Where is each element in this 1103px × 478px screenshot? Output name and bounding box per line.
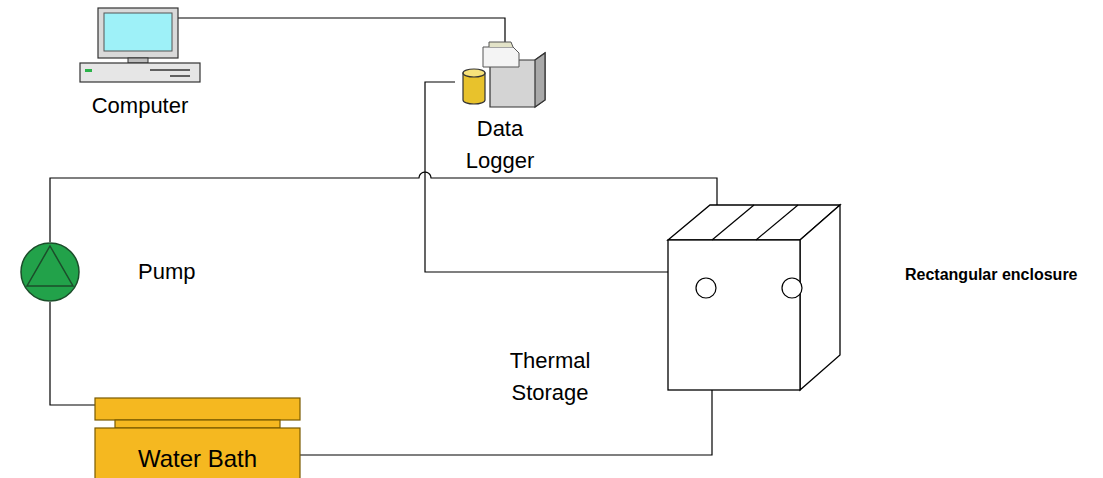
- computer-icon: Computer: [80, 8, 200, 83]
- pipe-line: [50, 302, 95, 405]
- data-logger-icon: Data Logger: [455, 45, 545, 110]
- water-bath: Water Bath: [95, 398, 300, 478]
- thermal-storage-enclosure-outline: [668, 205, 840, 390]
- pipe-line: [300, 390, 712, 455]
- pump-symbol-outline: [20, 242, 80, 302]
- computer-icon-outline: [80, 8, 200, 83]
- data-logger-label: Data Logger: [455, 113, 545, 177]
- pipe-line: [425, 82, 668, 272]
- enclosure-label: Rectangular enclosure: [905, 263, 1078, 286]
- computer-label: Computer: [70, 90, 210, 122]
- pipe-line: [50, 172, 717, 242]
- pump-symbol: Pump: [20, 242, 80, 302]
- water-bath-label: Water Bath: [95, 442, 300, 477]
- thermal-storage-label: Thermal Storage: [480, 345, 620, 409]
- data-logger-icon-outline: [455, 45, 545, 110]
- pipe-line: [175, 18, 505, 45]
- thermal-storage-enclosure: Rectangular enclosureThermal Storage: [668, 205, 840, 390]
- pump-label: Pump: [138, 256, 195, 288]
